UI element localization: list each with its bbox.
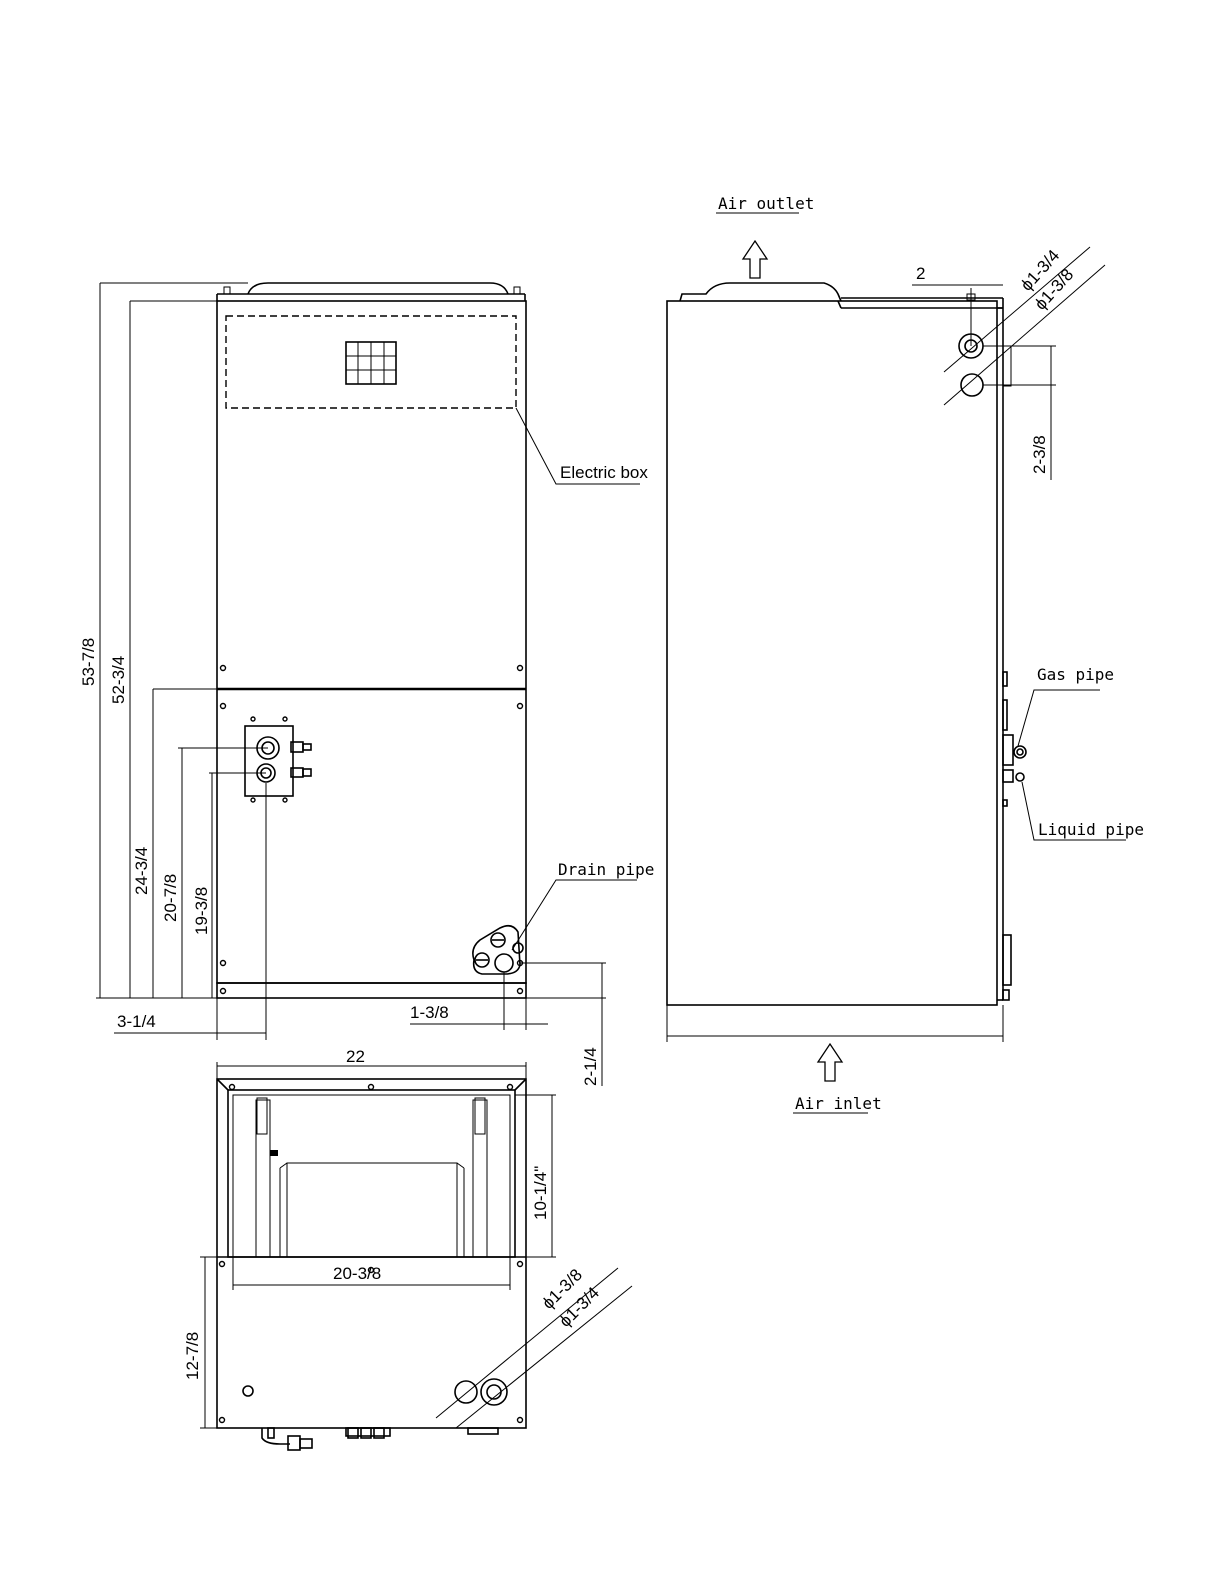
bottom-view xyxy=(200,1062,632,1450)
bottom-pipe-large xyxy=(481,1379,507,1405)
gas-pipe-label: Gas pipe xyxy=(1037,665,1114,684)
bottom-dimension-lines xyxy=(200,1062,632,1428)
air-outlet-label: Air outlet xyxy=(718,194,814,213)
bottom-body xyxy=(217,1079,526,1428)
labels: Air outlet Air inlet Electric box Drain … xyxy=(79,194,1144,1380)
drain-pipe-assembly xyxy=(473,926,523,974)
front-view xyxy=(96,283,640,1086)
dim-lower-panel-height: 24-3/4 xyxy=(132,847,151,895)
dim-overall-height: 53-7/8 xyxy=(79,638,98,686)
front-top-tab-right xyxy=(514,287,520,294)
pipe-connection-plate xyxy=(245,717,311,802)
dim-width: 22 xyxy=(346,1047,365,1066)
air-inlet-label: Air inlet xyxy=(795,1094,882,1113)
terminal-block-icon xyxy=(346,342,396,384)
air-outlet-arrow xyxy=(743,241,767,278)
dim-inlet-depth: 10-1/4" xyxy=(531,1166,550,1220)
dim-bottom-depth: 12-7/8 xyxy=(183,1332,202,1380)
side-view xyxy=(667,213,1126,1113)
dim-liquid-pipe-height: 19-3/8 xyxy=(192,887,211,935)
dim-body-height: 52-3/4 xyxy=(109,656,128,704)
dim-inner-width: 20-3/8 xyxy=(333,1264,381,1283)
side-dimension-lines xyxy=(667,247,1126,1042)
side-top-pipe-small xyxy=(961,374,983,396)
front-dimension-lines xyxy=(96,283,640,1086)
front-top-cover xyxy=(248,283,508,294)
bottom-fittings xyxy=(262,1428,498,1450)
bottom-small-port xyxy=(243,1386,253,1396)
air-inlet-opening xyxy=(228,1090,515,1257)
dim-pipe-offset: 3-1/4 xyxy=(117,1012,156,1031)
dim-drain-height: 2-1/4 xyxy=(581,1047,600,1086)
side-top-cover xyxy=(680,283,841,301)
liquid-pipe-label: Liquid pipe xyxy=(1038,820,1144,839)
side-pipe-fittings xyxy=(1003,672,1026,1000)
dim-drain-offset: 1-3/8 xyxy=(410,1003,449,1022)
dim-gas-pipe-height: 20-7/8 xyxy=(161,874,180,922)
front-base xyxy=(217,983,526,998)
side-body xyxy=(667,301,997,1005)
air-inlet-arrow xyxy=(818,1044,842,1081)
dim-pipe-spacing: 2-3/8 xyxy=(1030,435,1049,474)
dim-top-offset: 2 xyxy=(916,264,925,283)
bottom-screws xyxy=(220,1085,523,1423)
front-body xyxy=(217,301,526,983)
drain-pipe-label: Drain pipe xyxy=(558,860,654,879)
front-top-tab-left xyxy=(224,287,230,294)
electric-box-label: Electric box xyxy=(560,463,648,482)
